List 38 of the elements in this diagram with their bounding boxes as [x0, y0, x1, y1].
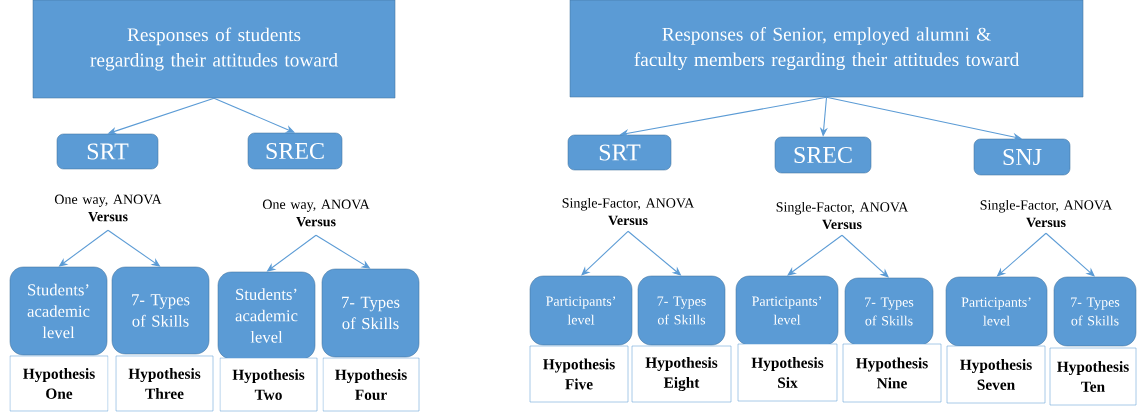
- title-box: Responses of Senior, employed alumni & faculty members regarding their attitudes toward: [569, 0, 1084, 98]
- method-label: Single-Factor, ANOVA Versus: [776, 201, 909, 230]
- hypothesis-box: Hypothesis Five: [529, 345, 629, 403]
- factor-box: 7- Types of Skills: [1053, 276, 1137, 347]
- hypothesis-box: Hypothesis Ten: [1049, 347, 1137, 406]
- arrow: [825, 96, 1022, 141]
- factor-box: Participants’ level: [529, 275, 633, 346]
- category-box: SRT: [567, 134, 672, 171]
- category-box: SREC: [774, 136, 872, 174]
- hypothesis-box: Hypothesis Eight: [631, 345, 732, 403]
- category-box: SNJ: [973, 138, 1071, 176]
- title-box: Responses of students regarding their attitudes toward: [32, 0, 396, 99]
- category-box: SREC: [247, 132, 343, 170]
- factor-box: 7- Types of Skills: [844, 277, 934, 346]
- hypothesis-box: Hypothesis Six: [737, 343, 838, 402]
- hypothesis-box: Hypothesis Two: [219, 357, 318, 412]
- factor-box: Students’ academic level: [217, 271, 316, 360]
- arrow: [1045, 232, 1095, 277]
- factor-box: Students’ academic level: [9, 266, 108, 356]
- method-label: One way, ANOVA Versus: [262, 199, 370, 227]
- arrow: [213, 97, 295, 133]
- arrow: [581, 230, 629, 276]
- hypothesis-box: Hypothesis Four: [322, 357, 420, 412]
- factor-box: 7- Types of Skills: [111, 266, 210, 355]
- hypothesis-box: Hypothesis Nine: [842, 343, 942, 403]
- arrow: [841, 234, 889, 278]
- method-label: Single-Factor, ANOVA Versus: [980, 199, 1113, 228]
- method-label: One way, ANOVA Versus: [54, 194, 162, 222]
- arrow: [787, 234, 843, 276]
- hypothesis-box: Hypothesis One: [9, 355, 109, 412]
- factor-box: Participants’ level: [735, 275, 839, 346]
- category-box: SRT: [56, 133, 159, 170]
- factor-box: 7- Types of Skills: [321, 268, 420, 358]
- method-label: Single-Factor, ANOVA Versus: [562, 197, 695, 226]
- hypothesis-box: Hypothesis Seven: [946, 345, 1046, 404]
- hypothesis-box: Hypothesis Three: [115, 355, 214, 412]
- factor-box: Participants’ level: [945, 276, 1048, 347]
- factor-box: 7- Types of Skills: [637, 275, 726, 346]
